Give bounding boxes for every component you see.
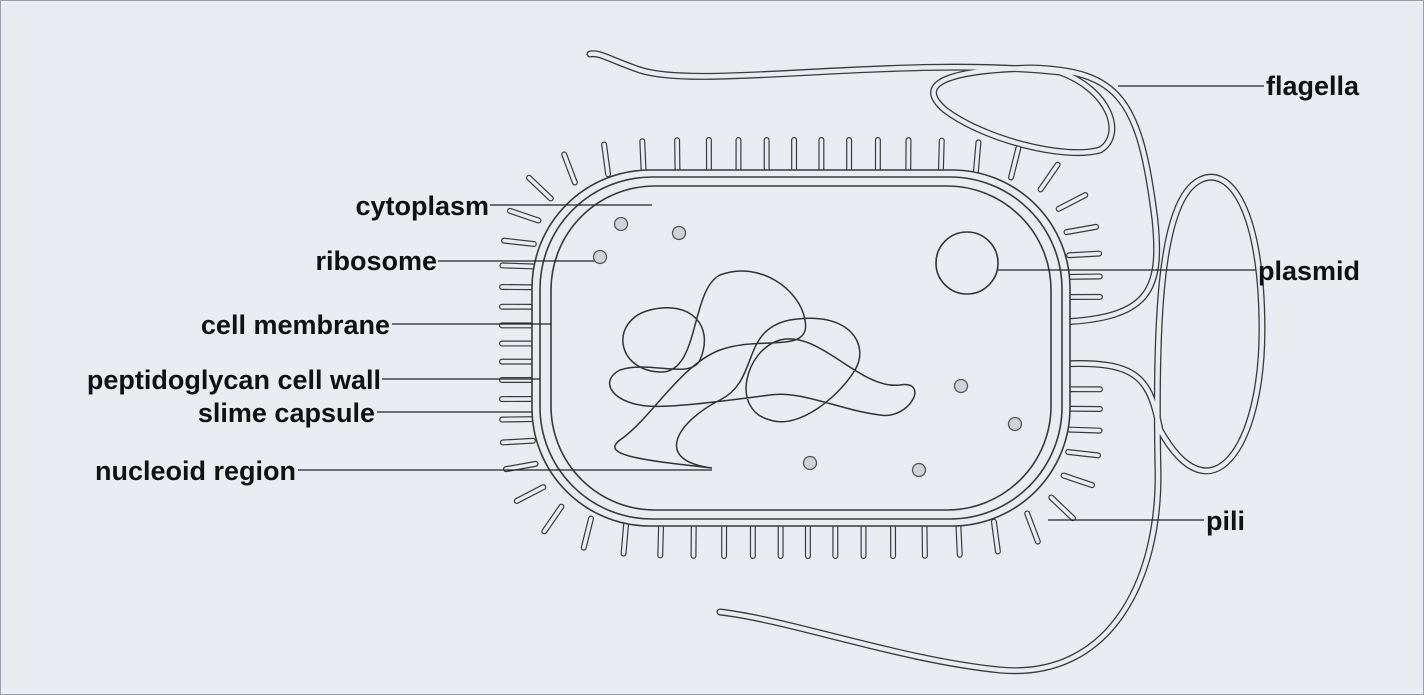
leader-lines (298, 85, 1264, 521)
flagella (586, 50, 1266, 675)
cell-membrane-outline (550, 185, 1052, 511)
flagellum-bottom (716, 173, 1266, 675)
pilus (1009, 146, 1021, 180)
nucleoid-dna (608, 270, 916, 469)
pilus (1067, 427, 1102, 433)
pilus (1064, 225, 1098, 234)
pilus (562, 152, 577, 185)
pilus (501, 438, 535, 445)
pilus (1067, 251, 1101, 258)
cell-wall-outline (539, 176, 1063, 520)
pilus (1061, 473, 1094, 487)
pilus (1025, 511, 1040, 544)
label-nucleoid-region: nucleoid region (95, 456, 296, 486)
flagellum-top (586, 50, 1161, 326)
pilus (504, 462, 538, 471)
pilus (992, 519, 1000, 554)
label-plasmid: plasmid (1258, 256, 1360, 286)
pilus (1066, 450, 1100, 458)
pilus (621, 521, 628, 556)
pilus (1049, 495, 1075, 521)
label-cytoplasm: cytoplasm (355, 191, 489, 221)
pilus (500, 263, 535, 269)
pilus (527, 175, 553, 201)
pili-group (499, 137, 1103, 559)
pilus (502, 238, 536, 246)
pilus (939, 138, 944, 173)
pilus (602, 142, 610, 177)
pilus (542, 504, 564, 534)
label-flagella: flagella (1266, 71, 1360, 101)
label-peptidoglycan-cell-wall: peptidoglycan cell wall (87, 365, 381, 395)
plasmid-ring (935, 231, 999, 295)
pilus (974, 140, 981, 175)
ribosome (671, 225, 687, 241)
pilus (581, 516, 593, 550)
ribosomes (592, 216, 1023, 478)
pilus (508, 209, 541, 223)
pilus (956, 522, 962, 557)
ribosome (613, 216, 629, 232)
label-cell-membrane: cell membrane (201, 310, 390, 340)
labels: cytoplasm ribosome cell membrane peptido… (87, 71, 1360, 536)
ribosome (592, 249, 608, 265)
ribosome (911, 462, 927, 478)
pilus (514, 485, 546, 503)
ribosome (802, 455, 818, 471)
ribosome (1007, 416, 1023, 432)
pilus (1038, 162, 1060, 192)
ribosome (953, 378, 969, 394)
pilus (658, 523, 663, 558)
label-pili: pili (1206, 506, 1245, 536)
pilus (1056, 193, 1088, 211)
label-slime-capsule: slime capsule (198, 398, 375, 428)
pilus (640, 139, 646, 174)
label-ribosome: ribosome (315, 246, 437, 276)
